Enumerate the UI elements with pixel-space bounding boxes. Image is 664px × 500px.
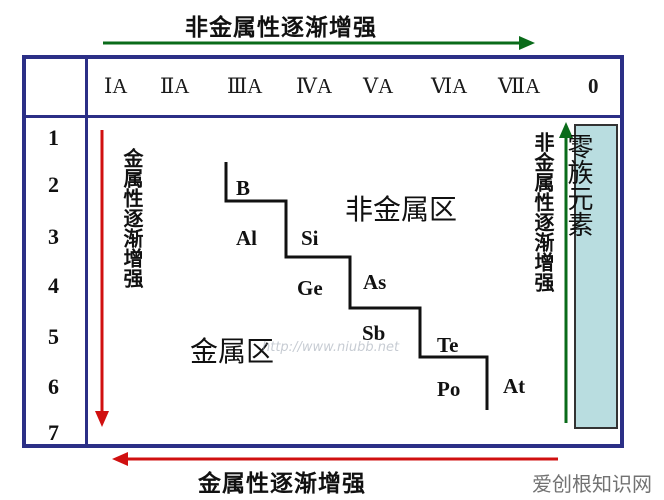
group-6a: ⅥA <box>431 74 468 98</box>
column-divider <box>85 55 88 448</box>
right-vertical-label: 非金属性逐渐增强 <box>531 132 555 292</box>
element-si: Si <box>301 226 319 250</box>
group-2a: ⅡA <box>160 74 190 98</box>
group-4a: ⅣA <box>296 74 333 98</box>
element-at: At <box>503 374 526 398</box>
group-1a: ⅠA <box>104 74 128 98</box>
noble-gas-box <box>574 124 618 429</box>
noble-gas-label: 零族元素 <box>563 133 593 237</box>
header-divider <box>22 115 624 118</box>
watermark: http://www.niubb.net <box>262 340 400 355</box>
period-5: 5 <box>48 324 59 349</box>
site-logo: 爱创根知识网 <box>532 472 652 496</box>
period-1: 1 <box>48 125 59 150</box>
element-te: Te <box>437 333 459 357</box>
right-green-arrow <box>559 122 573 423</box>
period-4: 4 <box>48 273 59 298</box>
element-al: Al <box>236 226 257 250</box>
element-as: As <box>363 270 387 294</box>
table-frame <box>22 55 624 448</box>
group-3a: ⅢA <box>227 74 263 98</box>
top-arrow <box>103 36 535 50</box>
group-0: 0 <box>588 74 599 98</box>
nonmetal-region-label: 非金属区 <box>345 193 458 226</box>
period-7: 7 <box>48 420 59 445</box>
period-3: 3 <box>48 224 59 249</box>
metal-region-label: 金属区 <box>190 335 275 368</box>
element-po: Po <box>437 377 461 401</box>
period-6: 6 <box>48 374 59 399</box>
group-5a: ⅤA <box>363 74 394 98</box>
element-b: B <box>236 176 251 200</box>
period-2: 2 <box>48 172 59 197</box>
left-red-arrow <box>95 130 109 427</box>
bottom-arrow <box>112 452 558 466</box>
top-arrow-label: 非金属性逐渐增强 <box>185 15 377 41</box>
group-7a: ⅦA <box>498 74 541 98</box>
bottom-arrow-label: 金属性逐渐增强 <box>198 471 366 497</box>
element-ge: Ge <box>297 276 323 300</box>
element-sb: Sb <box>362 321 386 345</box>
left-vertical-label: 金属性逐渐增强 <box>120 148 144 288</box>
